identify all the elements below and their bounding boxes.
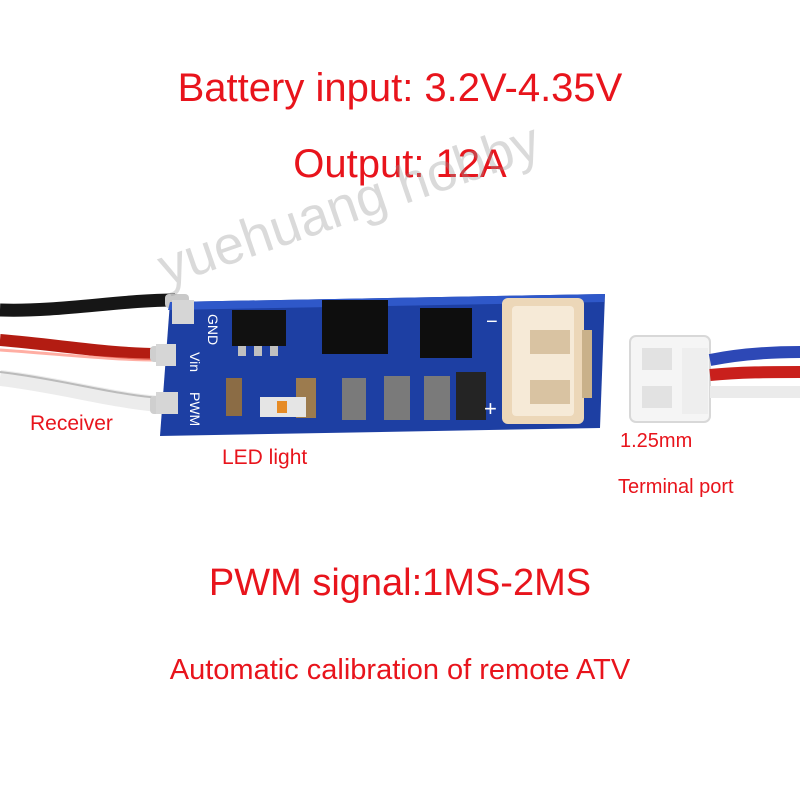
calibration-note: Automatic calibration of remote ATV (169, 654, 631, 686)
silkscreen-pwm: PWM (187, 392, 203, 426)
output-current-spec: Output: 12A (293, 142, 507, 186)
pitch-label: 1.25mm (620, 430, 693, 452)
led-light-label: LED light (222, 446, 308, 469)
silkscreen-plus: + (484, 396, 497, 421)
battery-input-spec: Battery input: 3.2V-4.35V (177, 66, 623, 110)
receiver-label: Receiver (30, 412, 113, 435)
silkscreen-gnd: GND (205, 314, 221, 345)
board-connector (502, 298, 592, 424)
silkscreen-vin: Vin (187, 352, 203, 372)
pcb-board (156, 294, 605, 436)
silkscreen-minus: − (486, 311, 498, 333)
terminal-plug (629, 335, 711, 423)
terminal-wires (708, 346, 800, 399)
pwm-signal-spec: PWM signal:1MS-2MS (208, 562, 592, 604)
led (260, 397, 306, 417)
terminal-port-label: Terminal port (618, 476, 734, 498)
